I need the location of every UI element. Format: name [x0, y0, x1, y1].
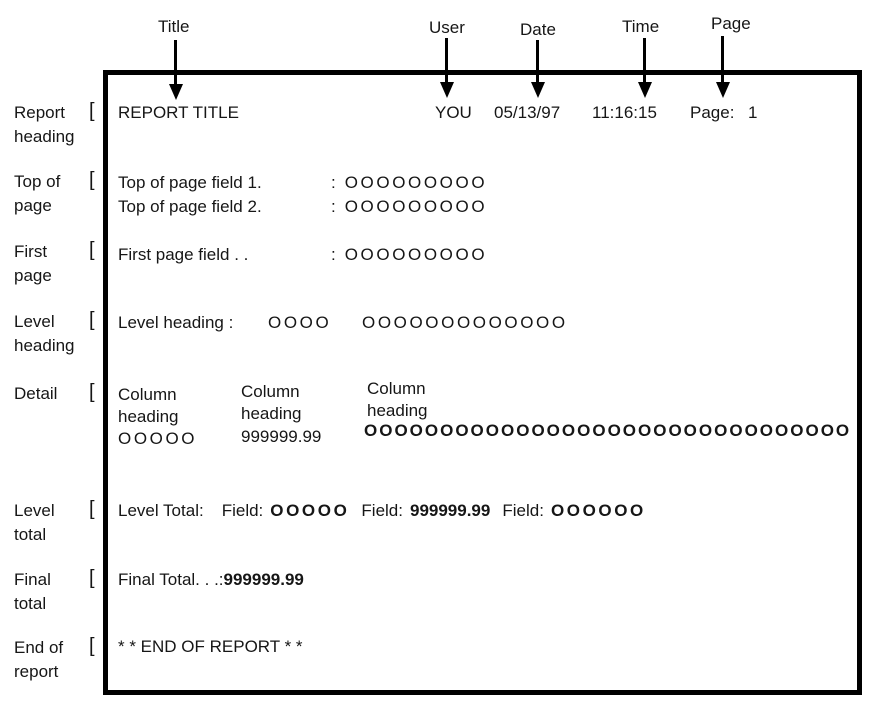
time-down-arrow-icon — [637, 38, 652, 98]
detail-col1-heading-line2: heading — [118, 407, 179, 426]
report-page-number: 1 — [748, 103, 758, 122]
left-label-level-heading: Level heading — [14, 312, 75, 355]
top-label-page: Page — [711, 14, 751, 33]
left-label-top-of-page: Top of page — [14, 172, 61, 215]
top-label-title: Title — [158, 17, 190, 36]
first-page-field-label: First page field . . — [118, 245, 249, 264]
level-total-label: Level Total: — [118, 501, 204, 520]
top-of-page-field-2-label: Top of page field 2. — [118, 197, 262, 216]
left-label-end-of-report: End of report — [14, 638, 64, 681]
left-label-final-total: Final total — [14, 570, 51, 613]
page-down-arrow-icon — [715, 36, 730, 98]
bracket-end-of-report: [ — [89, 635, 95, 657]
detail-col3-heading-line2: heading — [367, 401, 428, 420]
level-total-field-1: Field:OOOOO — [221, 501, 350, 520]
top-of-page-field-1-value: :OOOOOOOOO — [331, 173, 488, 192]
top-label-user: User — [429, 18, 465, 37]
level-total-field-2: Field:999999.99 — [361, 501, 491, 520]
top-label-date: Date — [520, 20, 556, 39]
bracket-detail: [ — [89, 381, 95, 403]
level-total-line: Level Total: Field:OOOOO Field:999999.99 Fi… — [118, 500, 658, 522]
report-title: REPORT TITLE — [118, 103, 239, 122]
top-label-time: Time — [622, 17, 660, 36]
bracket-first-page: [ — [89, 239, 95, 261]
level-heading-label: Level heading : — [118, 313, 234, 332]
left-label-first-page: First page — [14, 242, 52, 285]
bracket-report-heading: [ — [89, 100, 95, 122]
bracket-level-total: [ — [89, 498, 95, 520]
detail-col2-heading-line1: Column — [241, 382, 300, 401]
detail-col1-heading-line1: Column — [118, 385, 177, 404]
level-total-field-3: Field:OOOOOO — [502, 501, 646, 520]
title-down-arrow-icon — [168, 40, 183, 100]
detail-col2-value: 999999.99 — [241, 427, 322, 446]
left-label-report-heading: Report heading — [14, 103, 75, 146]
report-date: 05/13/97 — [494, 103, 561, 122]
bracket-level-heading: [ — [89, 309, 95, 331]
date-down-arrow-icon — [530, 40, 545, 98]
report-user: YOU — [435, 103, 472, 122]
level-heading-value-2: OOOOOOOOOOOOO — [362, 313, 568, 332]
detail-col3-value: OOOOOOOOOOOOOOOOOOOOOOOOOOOOOOOO — [364, 421, 852, 440]
report-page-box — [103, 70, 862, 695]
level-heading-value-1: OOOO — [268, 313, 332, 332]
final-total-line: Final Total. . .:999999.99 — [118, 569, 304, 591]
report-time: 11:16:15 — [592, 103, 657, 122]
final-total-label: Final Total. . .: — [118, 570, 224, 589]
left-label-level-total: Level total — [14, 501, 55, 544]
user-down-arrow-icon — [439, 38, 454, 98]
left-label-detail: Detail — [14, 384, 58, 403]
detail-col3-heading-line1: Column — [367, 379, 426, 398]
detail-col2-heading-line2: heading — [241, 404, 302, 423]
detail-col1-value: OOOOO — [118, 429, 198, 448]
final-total-value: 999999.99 — [223, 570, 304, 589]
end-of-report-line: * * END OF REPORT * * — [118, 637, 303, 656]
report-page-label: Page: — [690, 103, 735, 122]
top-of-page-field-2-value: :OOOOOOOOO — [331, 197, 488, 216]
first-page-field-value: :OOOOOOOOO — [331, 245, 488, 264]
bracket-final-total: [ — [89, 567, 95, 589]
bracket-top-of-page: [ — [89, 169, 95, 191]
top-of-page-field-1-label: Top of page field 1. — [118, 173, 262, 192]
